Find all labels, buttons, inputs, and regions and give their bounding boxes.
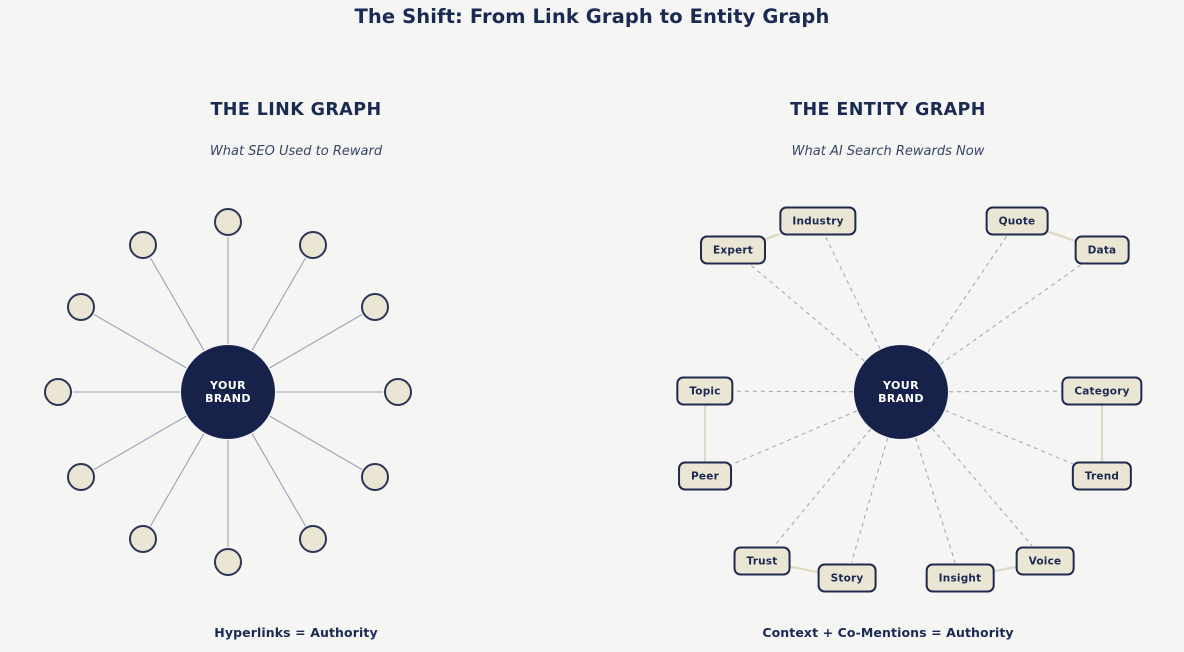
- graph-edge: [851, 437, 889, 563]
- link-node[interactable]: [214, 548, 242, 576]
- panel-heading: THE ENTITY GRAPH: [790, 100, 986, 120]
- page-title: The Shift: From Link Graph to Entity Gra…: [354, 5, 830, 28]
- graph-edge: [251, 257, 306, 351]
- panel-caption: Hyperlinks = Authority: [214, 625, 378, 640]
- graph-edge: [750, 264, 865, 362]
- link-node[interactable]: [129, 231, 157, 259]
- link-node[interactable]: [129, 525, 157, 553]
- hub-label-line2: BRAND: [878, 392, 924, 405]
- entity-node-label: Industry: [792, 215, 844, 227]
- entity-node-expert[interactable]: Expert: [700, 235, 766, 265]
- graph-edge: [251, 433, 306, 527]
- graph-edge: [269, 314, 363, 369]
- graph-edges: [73, 237, 383, 547]
- graph-edge: [93, 415, 187, 470]
- entity-node-label: Category: [1074, 385, 1130, 397]
- entity-node-label: Peer: [691, 470, 719, 482]
- link-node[interactable]: [299, 525, 327, 553]
- entity-node-label: Trust: [746, 555, 778, 567]
- link-node[interactable]: [361, 293, 389, 321]
- entity-node-voice[interactable]: Voice: [1015, 546, 1075, 576]
- hub-label-line1: YOUR: [210, 378, 246, 392]
- entity-node-label: Trend: [1084, 470, 1120, 482]
- graph-edge: [150, 433, 205, 527]
- link-node[interactable]: [214, 208, 242, 236]
- graph-edge: [939, 264, 1081, 365]
- entity-node-story[interactable]: Story: [817, 563, 877, 593]
- hub-label-line2: BRAND: [205, 392, 251, 405]
- entity-node-data[interactable]: Data: [1074, 235, 1130, 265]
- entity-node-trust[interactable]: Trust: [733, 546, 791, 576]
- hub-label-line1: YOUR: [883, 378, 919, 392]
- link-node[interactable]: [44, 378, 72, 406]
- co-mention-edge: [789, 565, 820, 574]
- panel-caption: Context + Co-Mentions = Authority: [762, 625, 1014, 640]
- graph-edge: [945, 410, 1074, 465]
- entity-node-quote[interactable]: Quote: [985, 206, 1049, 236]
- entity-node-label: Quote: [998, 215, 1036, 227]
- graph-edge: [948, 390, 1064, 393]
- panel-entity-graph: THE ENTITY GRAPH What AI Search Rewards …: [592, 0, 1184, 652]
- link-node[interactable]: [361, 463, 389, 491]
- co-mention-edge: [994, 565, 1018, 573]
- co-mention-edge: [763, 232, 781, 241]
- graph-edge: [730, 410, 858, 466]
- entity-node-insight[interactable]: Insight: [925, 563, 995, 593]
- graph-edge: [927, 236, 1008, 353]
- entity-node-label: Topic: [689, 385, 721, 397]
- link-node[interactable]: [384, 378, 412, 406]
- graph-edge: [269, 415, 363, 470]
- graph-edge: [774, 428, 871, 547]
- graph-edge: [93, 314, 187, 369]
- entity-node-label: Expert: [713, 244, 753, 256]
- graph-edge: [931, 428, 1033, 547]
- panel-link-graph: THE LINK GRAPH What SEO Used to Reward Y…: [0, 100, 592, 640]
- entity-node-label: Insight: [938, 572, 982, 584]
- entity-node-peer[interactable]: Peer: [678, 461, 732, 491]
- entity-node-trend[interactable]: Trend: [1071, 461, 1133, 491]
- entity-node-category[interactable]: Category: [1061, 376, 1143, 406]
- entity-node-industry[interactable]: Industry: [779, 206, 857, 236]
- graph-edge: [915, 437, 956, 563]
- panel-heading: THE LINK GRAPH: [210, 100, 382, 120]
- entity-node-label: Data: [1087, 244, 1117, 256]
- link-node[interactable]: [67, 293, 95, 321]
- graph-edges: [703, 229, 1104, 574]
- entity-node-label: Story: [830, 572, 864, 584]
- graph-edge: [825, 236, 881, 350]
- graph-edge: [150, 257, 205, 351]
- link-node[interactable]: [299, 231, 327, 259]
- graph-edge: [733, 390, 854, 393]
- panel-subtitle: What AI Search Rewards Now: [791, 144, 985, 159]
- entity-node-label: Voice: [1028, 555, 1062, 567]
- entity-node-topic[interactable]: Topic: [676, 376, 734, 406]
- co-mention-edge: [1044, 229, 1078, 243]
- link-node[interactable]: [67, 463, 95, 491]
- panel-subtitle: What SEO Used to Reward: [209, 144, 383, 159]
